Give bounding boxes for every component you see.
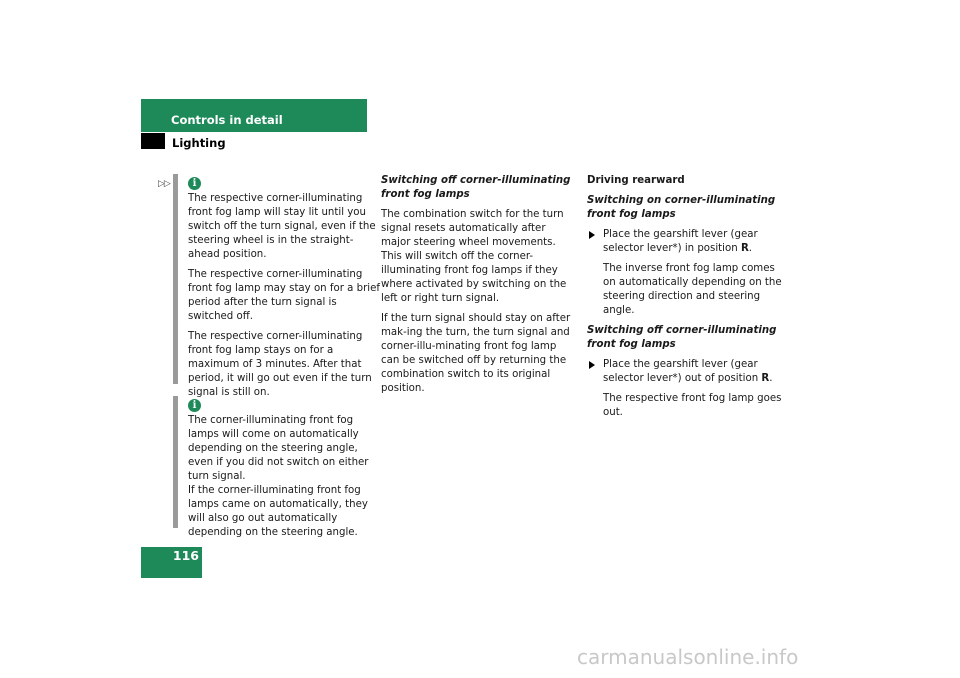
page-number-band [141, 547, 202, 578]
note-paragraph: The corner-illuminating front fog lamps … [188, 415, 369, 482]
bullet-arrow-icon [589, 231, 595, 239]
bullet-arrow-icon [589, 361, 595, 369]
info-note: i The respective corner-illuminating fro… [173, 174, 383, 398]
page-number: 116 [172, 548, 199, 563]
note-paragraph: The respective corner-illuminating front… [188, 193, 376, 260]
instruction-step: Place the gearshift lever (gear selector… [587, 358, 782, 386]
watermark: carmanualsonline.info [577, 645, 799, 669]
section-marker [141, 133, 165, 149]
subheading: Switching off corner-illuminating front … [587, 325, 777, 350]
note-paragraph: If the corner-illuminating front fog lam… [188, 485, 368, 538]
instruction-step: Place the gearshift lever (gear selector… [587, 228, 782, 256]
info-note: i The corner-illuminating front fog lamp… [173, 396, 383, 538]
step-result: The inverse front fog lamp comes on auto… [603, 263, 782, 316]
chapter-title: Controls in detail [171, 113, 283, 127]
note-paragraph: The respective corner-illuminating front… [188, 331, 372, 398]
subheading: Switching on corner-illuminating front f… [587, 195, 776, 220]
continuation-marker: ▷▷ [158, 179, 171, 189]
body-paragraph: The combination switch for the turn sign… [381, 209, 567, 304]
note-paragraph: The respective corner-illuminating front… [188, 269, 380, 322]
column-middle: Switching off corner-illuminating front … [381, 174, 576, 402]
section-title: Lighting [172, 136, 226, 150]
info-icon: i [188, 177, 201, 190]
heading: Driving rearward [587, 175, 685, 186]
body-paragraph: If the turn signal should stay on after … [381, 313, 571, 394]
step-result: The respective front fog lamp goes out. [603, 393, 782, 418]
subheading: Switching off corner-illuminating front … [381, 175, 571, 200]
header-band [141, 99, 367, 132]
column-right: Driving rearward Switching on corner-ill… [587, 174, 782, 426]
info-icon: i [188, 399, 201, 412]
